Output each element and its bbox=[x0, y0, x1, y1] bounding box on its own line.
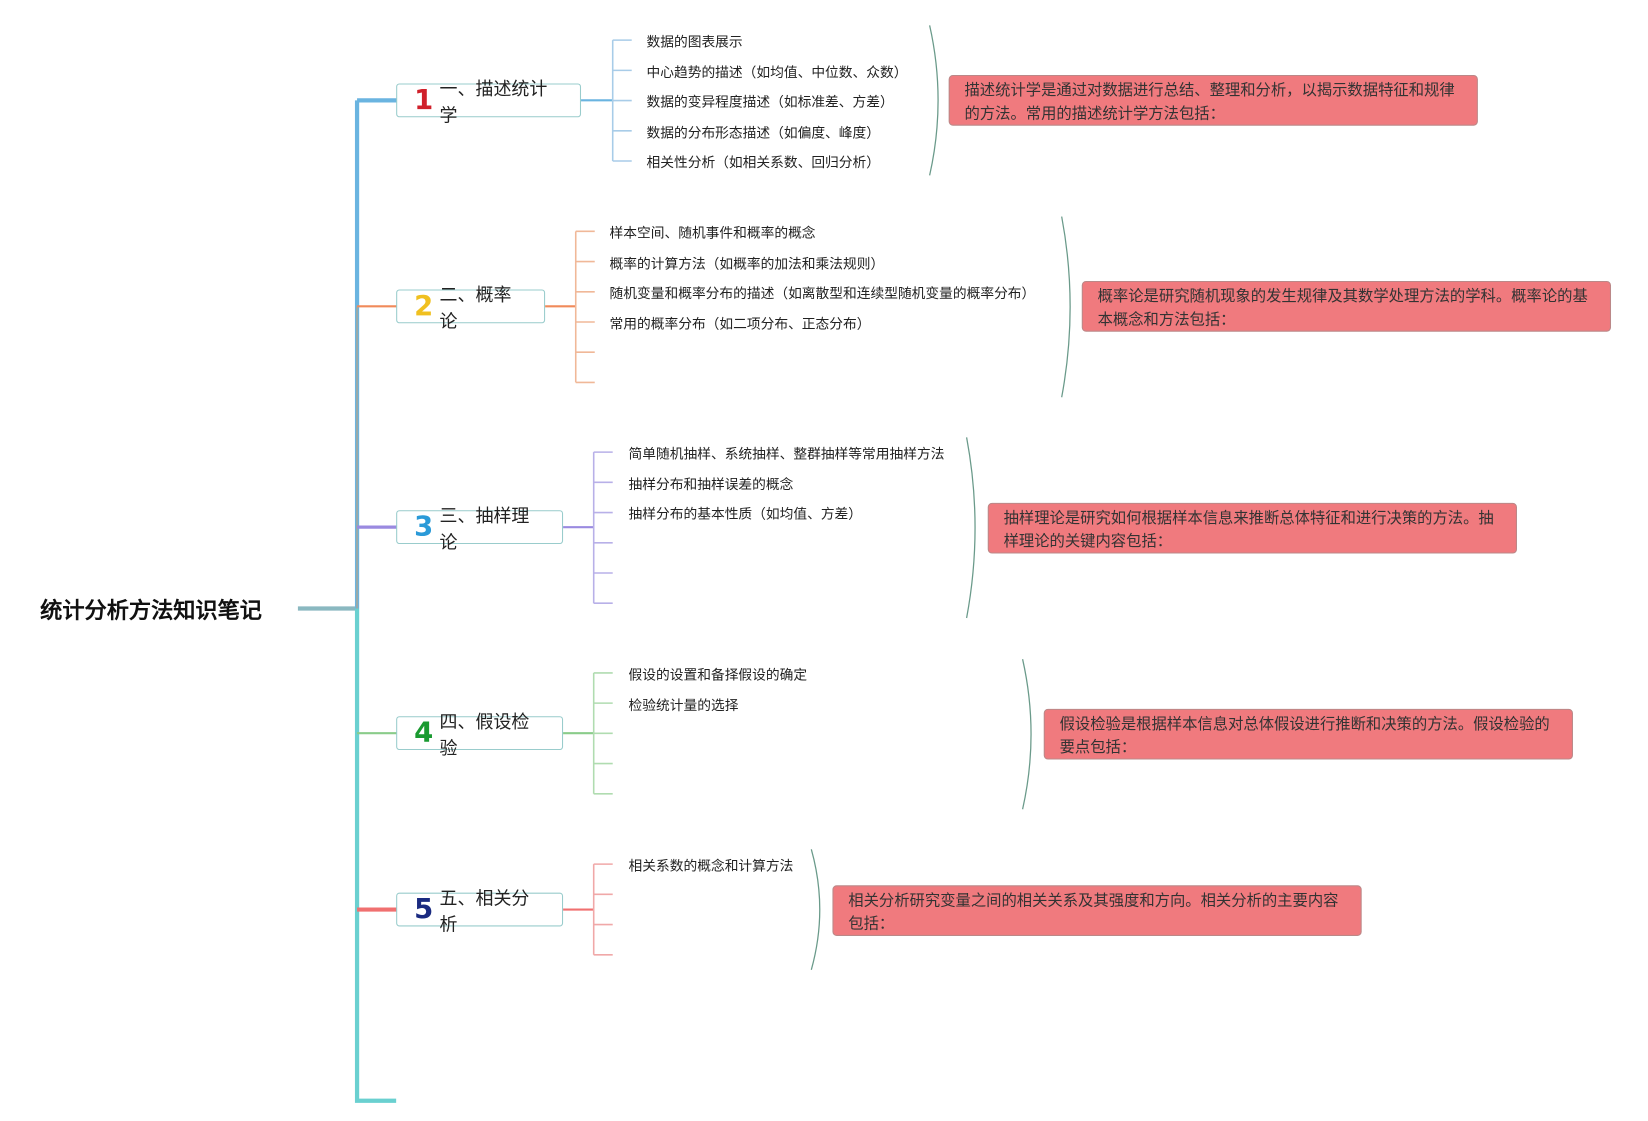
subtopic-item[interactable]: 随机变量和概率分布的描述（如离散型和连续型随机变量的概率分布） bbox=[609, 286, 1036, 303]
summary-brace bbox=[1061, 216, 1071, 398]
subtopic-item[interactable]: 数据的变异程度描述（如标准差、方差） bbox=[646, 95, 894, 112]
subtopic-item[interactable]: 样本空间、随机事件和概率的概念 bbox=[609, 226, 816, 242]
trunk-bottom bbox=[354, 608, 397, 1103]
summary-brace bbox=[810, 849, 821, 970]
branch-label: 二、概率论 bbox=[439, 285, 512, 333]
subtopic-item[interactable]: 数据的图表展示 bbox=[646, 34, 743, 51]
branch-number: 4 bbox=[414, 717, 434, 749]
branch-label: 三、抽样理论 bbox=[439, 506, 530, 554]
summary-brace bbox=[1021, 659, 1032, 810]
summary-callout[interactable]: 概率论是研究随机现象的发生规律及其数学处理方法的学科。概率论的基本概念和方法包括… bbox=[1081, 281, 1612, 332]
root-topic[interactable]: 统计分析方法知识笔记 bbox=[40, 597, 262, 624]
summary-brace bbox=[965, 437, 976, 619]
summary-callout[interactable]: 假设检验是根据样本信息对总体假设进行推断和决策的方法。假设检验的要点包括： bbox=[1043, 708, 1573, 760]
subtopic-item[interactable]: 中心趋势的描述（如均值、中位数、众数） bbox=[646, 65, 908, 81]
subtopic-item[interactable]: 抽样分布的基本性质（如均值、方差） bbox=[628, 507, 863, 524]
branch-label: 五、相关分析 bbox=[439, 888, 530, 936]
subtopic-item[interactable]: 抽样分布和抽样误差的概念 bbox=[628, 477, 794, 493]
branch-number: 1 bbox=[414, 84, 434, 117]
subtopic-item[interactable]: 相关系数的概念和计算方法 bbox=[628, 858, 794, 875]
subtopic-item[interactable]: 简单随机抽样、系统抽样、整群抽样等常用抽样方法 bbox=[628, 446, 945, 463]
branch-number: 2 bbox=[414, 290, 434, 323]
branch-label: 一、描述统计学 bbox=[439, 79, 548, 127]
branch-label: 四、假设检验 bbox=[439, 712, 530, 760]
summary-callout[interactable]: 抽样理论是研究如何根据样本信息来推断总体特征和进行决策的方法。抽样理论的关键内容… bbox=[987, 502, 1517, 554]
subtopic-item[interactable]: 检验统计量的选择 bbox=[628, 697, 739, 714]
summary-callout[interactable]: 描述统计学是通过对数据进行总结、整理和分析，以揭示数据特征和规律的方法。常用的描… bbox=[948, 75, 1478, 126]
subtopic-item[interactable]: 数据的分布形态描述（如偏度、峰度） bbox=[646, 125, 880, 142]
subtopic-item[interactable]: 概率的计算方法（如概率的加法和乘法规则） bbox=[609, 256, 885, 273]
branch-number: 5 bbox=[414, 893, 434, 926]
subtopic-item[interactable]: 假设的设置和备择假设的确定 bbox=[628, 667, 808, 684]
branch-number: 3 bbox=[414, 511, 434, 543]
subtopic-item[interactable]: 常用的概率分布（如二项分布、正态分布） bbox=[609, 316, 871, 333]
summary-brace bbox=[929, 25, 939, 176]
subtopic-item[interactable]: 相关性分析（如相关系数、回归分析） bbox=[646, 155, 880, 172]
summary-callout[interactable]: 相关分析研究变量之间的相关关系及其强度和方向。相关分析的主要内容包括： bbox=[832, 885, 1362, 936]
